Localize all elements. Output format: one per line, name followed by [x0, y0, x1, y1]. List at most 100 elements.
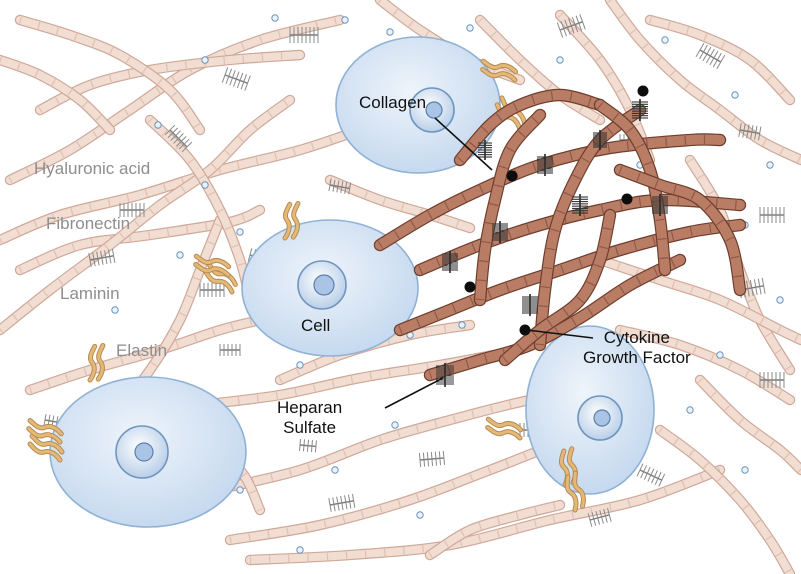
receptor-8-strand-1 — [486, 417, 523, 432]
receptor-4 — [87, 342, 106, 383]
grey-comb-15-bristle — [336, 496, 340, 511]
grey-comb-8-bristle — [571, 16, 579, 33]
collagen-fiber-0-segments — [377, 134, 721, 249]
grey-comb-2-bristle — [178, 138, 190, 150]
label-elastin: Elastin — [116, 341, 168, 360]
light-fiber-21-body — [16, 16, 204, 134]
light-fiber-10-segments — [249, 466, 722, 564]
light-fiber-10-body — [246, 466, 724, 564]
grey-comb-1-bristle — [225, 68, 232, 85]
light-fiber-10-outline — [244, 464, 726, 566]
grey-comb-1-bristle — [240, 74, 247, 90]
grey-comb-7-bristle — [348, 182, 352, 195]
grey-comb-14-bristle — [636, 463, 644, 477]
grey-comb-4-bristle — [88, 253, 92, 267]
grey-comb-9-bristle — [705, 48, 715, 64]
grey-comb-11 — [759, 207, 785, 223]
cell-bottom-right — [525, 325, 655, 495]
grey-comb-16-bristle — [442, 450, 446, 465]
grey-comb-8-bristle — [556, 22, 564, 38]
light-fiber-23 — [474, 14, 606, 126]
grey-comb-14-bristle — [647, 468, 655, 482]
label-cytokine-growth-factor: Cytokine Growth Factor — [583, 328, 691, 367]
grey-comb-21-bristle — [306, 439, 309, 452]
bead-6 — [201, 181, 209, 189]
grey-comb-21-bristle — [310, 440, 313, 453]
hs-comb-1 — [442, 251, 458, 273]
label-cell: Cell — [301, 316, 331, 335]
grey-comb-4-bristle — [111, 248, 116, 263]
grey-comb-15-bristle — [351, 493, 356, 508]
light-fiber-15-body — [646, 16, 794, 104]
grey-comb-7-bristle — [332, 179, 336, 192]
bead-5 — [154, 121, 162, 129]
grey-comb-8-bristle — [568, 18, 575, 34]
light-fiber-26 — [424, 499, 566, 561]
cell-bottom-left — [49, 376, 247, 528]
grey-comb-2-bristle — [181, 141, 193, 153]
grey-comb-18-bristle — [587, 513, 593, 527]
label-fibronectin: Fibronectin — [46, 214, 131, 233]
grey-comb-1 — [221, 67, 251, 91]
grey-comb-9-bristle — [695, 42, 705, 58]
light-fiber-1 — [0, 124, 366, 246]
grey-comb-21 — [298, 438, 317, 453]
bead-28 — [296, 546, 304, 554]
collagen-fiber-7-body — [595, 100, 670, 275]
grey-comb-20-bristle — [43, 414, 47, 426]
receptor-3-strand-0 — [481, 67, 517, 82]
light-fiber-14 — [604, 0, 801, 166]
bead-11 — [296, 361, 304, 369]
grey-comb-2-bristle — [173, 133, 184, 144]
grey-comb-9-bristle — [709, 50, 719, 66]
grey-comb-4-bristle — [92, 252, 96, 267]
grey-comb-14-bristle — [643, 466, 651, 480]
collagen-fiber-9 — [498, 208, 617, 367]
receptor-8-strand-0 — [486, 425, 522, 440]
collagen-fiber-5 — [473, 108, 547, 307]
collagen-fiber-4-body — [455, 89, 605, 165]
light-fiber-15 — [644, 14, 796, 106]
grey-comb-12-bristle — [757, 278, 762, 295]
grey-comb-12-bristle — [761, 277, 766, 294]
bead-24 — [776, 296, 784, 304]
cell-top-nucleolus — [425, 101, 443, 119]
grey-comb-16-bristle — [426, 452, 430, 467]
light-fiber-2-body — [16, 206, 264, 274]
receptor-6-strand-1 — [30, 434, 64, 454]
light-fiber-19-outline — [654, 424, 796, 574]
receptor-2 — [193, 253, 232, 278]
label-laminin: Laminin — [60, 284, 120, 303]
receptor-8 — [485, 416, 524, 441]
receptor-7 — [26, 418, 64, 445]
grey-comb-1-bristle — [233, 71, 240, 87]
cells-group — [49, 36, 655, 528]
light-fiber-19-body — [656, 426, 794, 574]
grey-comb-14-bristle — [651, 470, 658, 484]
light-fiber-4-body — [0, 96, 294, 334]
grey-comb-12-bristle — [753, 279, 758, 296]
bead-30 — [556, 56, 564, 64]
collagen-fiber-8 — [613, 163, 747, 297]
cytokine-dot-1 — [464, 281, 476, 293]
bead-14 — [458, 321, 466, 329]
grey-comb-9-bristle — [702, 46, 712, 62]
grey-comb-16-bristle — [438, 451, 442, 466]
hs-comb-3 — [537, 154, 553, 176]
receptor-7-strand-0 — [27, 427, 62, 444]
bead-9 — [176, 251, 184, 259]
bead-22 — [766, 161, 774, 169]
receptor-4-strand-1 — [96, 343, 105, 381]
grey-comb-9-bristle — [712, 52, 722, 68]
grey-comb-10-bristle — [750, 125, 754, 140]
bead-21 — [731, 91, 739, 99]
grey-comb-9-bristle — [716, 54, 726, 70]
grey-comb-8-bristle — [575, 15, 582, 31]
bead-29 — [416, 511, 424, 519]
grey-comb-1-bristle — [229, 70, 236, 86]
receptor-2-strand-1 — [194, 254, 231, 269]
grey-comb-8 — [556, 14, 586, 38]
grey-comb-13 — [759, 372, 785, 388]
bead-2 — [386, 28, 394, 36]
